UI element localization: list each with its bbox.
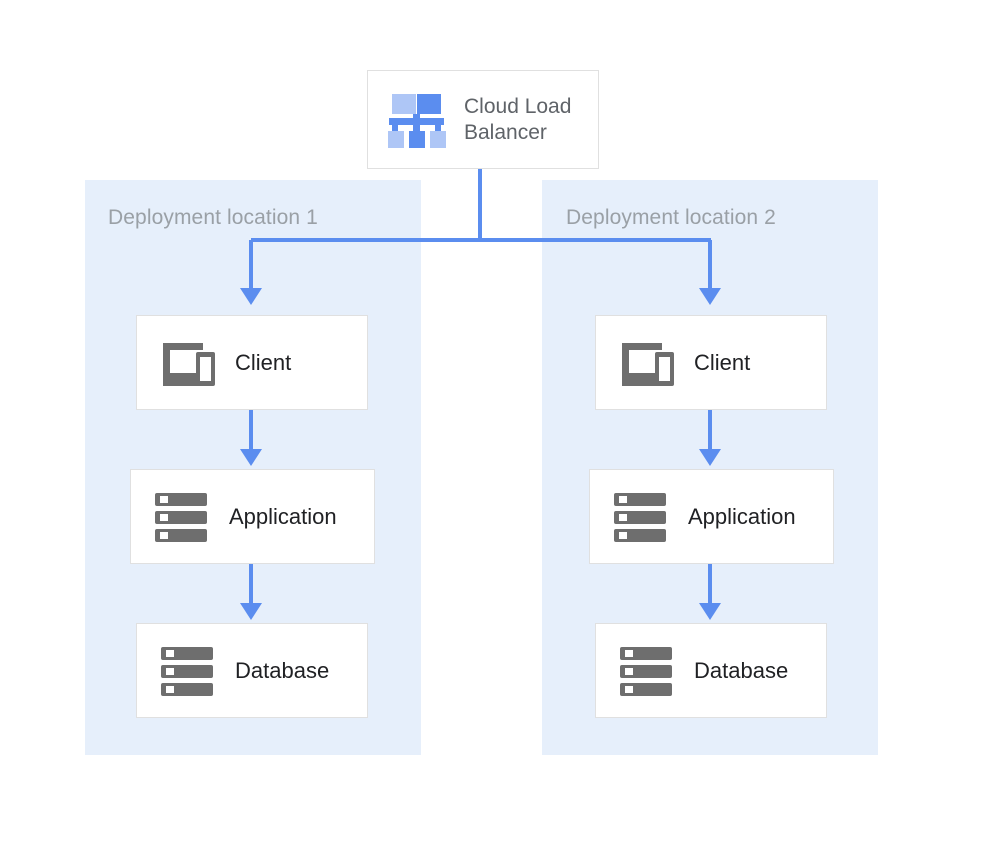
arrowhead-to-database-2 <box>699 603 721 620</box>
deployment-location-1-label: Deployment location 1 <box>108 206 318 229</box>
cloud-load-balancer-icon <box>386 91 448 149</box>
arrowhead-to-application-1 <box>240 449 262 466</box>
arrowhead-to-client-2 <box>699 288 721 305</box>
node-application-1-label: Application <box>229 503 337 529</box>
client-devices-icon <box>616 337 678 389</box>
connector-branch-left <box>249 240 253 288</box>
node-database-1[interactable]: Database <box>136 623 368 718</box>
server-stack-icon <box>151 491 213 543</box>
connector-application-to-database-1 <box>249 563 253 604</box>
node-client-2-label: Client <box>694 349 751 375</box>
node-database-2-label: Database <box>694 657 789 683</box>
node-application-1[interactable]: Application <box>130 469 375 564</box>
connector-horizontal-bus <box>251 238 711 242</box>
server-stack-icon <box>157 645 219 697</box>
connector-application-to-database-2 <box>708 563 712 604</box>
connector-branch-right <box>708 240 712 288</box>
connector-client-to-application-2 <box>708 409 712 450</box>
arrowhead-to-application-2 <box>699 449 721 466</box>
node-application-2[interactable]: Application <box>589 469 834 564</box>
node-database-2[interactable]: Database <box>595 623 827 718</box>
cloud-load-balancer-label: Cloud Load Balancer <box>464 94 572 144</box>
server-stack-icon <box>610 491 672 543</box>
node-application-2-label: Application <box>688 503 796 529</box>
connector-client-to-application-1 <box>249 409 253 450</box>
arrowhead-to-client-1 <box>240 288 262 305</box>
node-cloud-load-balancer[interactable]: Cloud Load Balancer <box>367 70 599 169</box>
client-devices-icon <box>157 337 219 389</box>
node-client-1[interactable]: Client <box>136 315 368 410</box>
connector-lb-stem <box>478 169 482 242</box>
node-client-2[interactable]: Client <box>595 315 827 410</box>
deployment-location-2-label: Deployment location 2 <box>566 206 776 229</box>
server-stack-icon <box>616 645 678 697</box>
arrowhead-to-database-1 <box>240 603 262 620</box>
node-database-1-label: Database <box>235 657 330 683</box>
node-client-1-label: Client <box>235 349 292 375</box>
